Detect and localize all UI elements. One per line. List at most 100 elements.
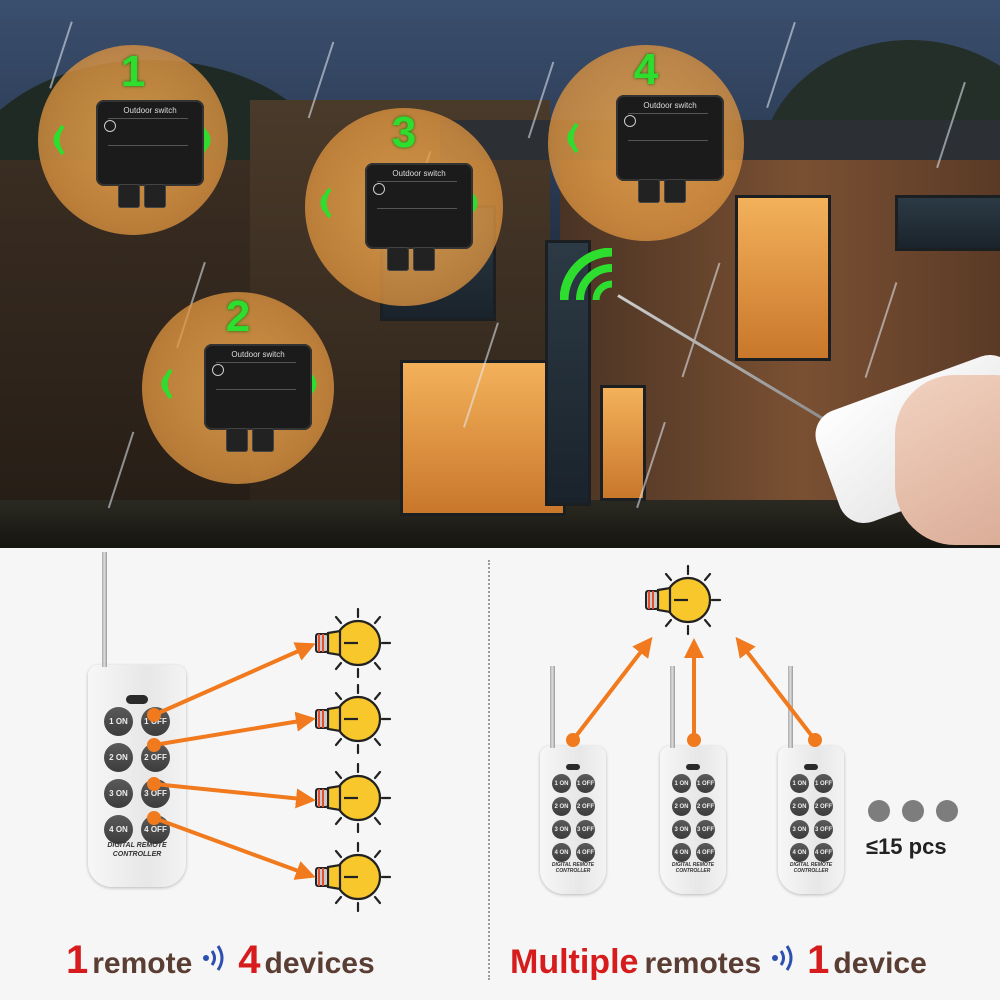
light-bulb-icon (314, 683, 392, 755)
remote-led (566, 764, 580, 770)
remote-key[interactable]: 2 OFF (696, 797, 715, 816)
switch-spec-panel (108, 118, 188, 146)
cable-gland (226, 428, 248, 452)
remote-key[interactable]: 3 OFF (576, 820, 595, 839)
remote-key[interactable]: 1 OFF (696, 774, 715, 793)
switch-label: Outdoor switch (643, 101, 697, 110)
remote-key[interactable]: 2 ON (790, 797, 809, 816)
switch-label: Outdoor switch (392, 169, 446, 178)
remote-led (126, 695, 148, 704)
remote-key[interactable]: 1 OFF (814, 774, 833, 793)
remote-antenna (670, 666, 675, 748)
cable-gland (387, 247, 409, 271)
remote-antenna (550, 666, 555, 748)
cable-gland (118, 184, 140, 208)
light-bulb-icon (314, 762, 392, 834)
switch-button (373, 183, 385, 195)
remote-caption: DIGITAL REMOTE CONTROLLER (551, 862, 595, 874)
remote-key[interactable]: 3 ON (104, 779, 133, 808)
remote-key[interactable]: 4 ON (552, 843, 571, 862)
window (400, 360, 566, 516)
remote-right-3: 1 ON 1 OFF 2 ON 2 OFF 3 ON 3 OFF 4 ON 4 … (778, 666, 844, 894)
remotes-word: remotes (644, 947, 762, 980)
zone-number: 3 (391, 108, 417, 157)
arrow-from-remote-1 (571, 636, 653, 742)
arrow-to-device-2 (153, 711, 316, 747)
section-divider (488, 560, 490, 980)
arrow-to-device-3 (153, 782, 316, 809)
switch-label: Outdoor switch (231, 350, 285, 359)
switch-button (212, 364, 224, 376)
remote-count: 1 (66, 938, 89, 982)
remote-key[interactable]: 4 ON (790, 843, 809, 862)
remote-key[interactable]: 1 ON (104, 707, 133, 736)
remote-key[interactable]: 2 OFF (814, 797, 833, 816)
remote-keypad: 1 ON 1 OFF 2 ON 2 OFF 3 ON 3 OFF 4 ON 4 … (790, 774, 834, 862)
remote-key[interactable]: 3 OFF (696, 820, 715, 839)
remote-caption: DIGITAL REMOTE CONTROLLER (789, 862, 833, 874)
cable-gland (413, 247, 435, 271)
right-legend: Multiple remotes 1 device (510, 938, 927, 988)
window (735, 195, 831, 361)
device-zone-2: 2 Outdoor switch (142, 292, 334, 484)
more-indicator-dot (936, 800, 958, 822)
remote-led (804, 764, 818, 770)
signal-wave-icon (161, 368, 173, 400)
window (600, 385, 646, 501)
arrow-to-device-1 (153, 642, 316, 717)
more-indicator-dot (868, 800, 890, 822)
arrow-from-remote-3 (735, 636, 817, 742)
light-bulb-icon (314, 607, 392, 679)
remote-key[interactable]: 1 ON (552, 774, 571, 793)
signal-wave-icon (567, 122, 579, 154)
remote-right-2: 1 ON 1 OFF 2 ON 2 OFF 3 ON 3 OFF 4 ON 4 … (660, 666, 726, 894)
remote-key[interactable]: 3 ON (552, 820, 571, 839)
remote-key[interactable]: 3 ON (672, 820, 691, 839)
remote-key[interactable]: 1 OFF (576, 774, 595, 793)
window (895, 195, 1000, 251)
device-zone-1: 1 Outdoor switch (38, 45, 228, 235)
outdoor-switch: Outdoor switch (616, 95, 724, 203)
remote-keypad: 1 ON 1 OFF 2 ON 2 OFF 3 ON 3 OFF 4 ON 4 … (552, 774, 596, 862)
remote-antenna (102, 552, 107, 667)
switch-spec-panel (628, 113, 708, 141)
zone-number: 1 (120, 47, 146, 96)
light-bulb-icon (314, 841, 392, 913)
night-house-scene: 1 Outdoor switch 2 Outdoor switch 3 Outd… (0, 0, 1000, 548)
remote-caption: DIGITAL REMOTE CONTROLLER (107, 842, 167, 858)
device-zone-4: 4 Outdoor switch (548, 45, 744, 241)
device-zone-3: 3 Outdoor switch (305, 108, 503, 306)
remote-key[interactable]: 2 ON (552, 797, 571, 816)
outdoor-switch: Outdoor switch (96, 100, 204, 208)
remote-key[interactable]: 4 ON (672, 843, 691, 862)
signal-wave-icon (320, 187, 332, 219)
switch-button (624, 115, 636, 127)
remote-key[interactable]: 4 OFF (696, 843, 715, 862)
remote-led (686, 764, 700, 770)
remote-key[interactable]: 2 OFF (576, 797, 595, 816)
switch-spec-panel (377, 181, 457, 209)
remote-key[interactable]: 4 OFF (814, 843, 833, 862)
multiple-word: Multiple (510, 943, 639, 981)
remote-key[interactable]: 3 OFF (814, 820, 833, 839)
switch-button (104, 120, 116, 132)
remote-key[interactable]: 1 ON (790, 774, 809, 793)
outdoor-switch: Outdoor switch (204, 344, 312, 452)
arrow-to-device-4 (153, 816, 316, 880)
remote-keypad: 1 ON 1 OFF 2 ON 2 OFF 3 ON 3 OFF 4 ON 4 … (672, 774, 716, 862)
cable-gland (252, 428, 274, 452)
signal-icon (203, 945, 224, 971)
remote-right-1: 1 ON 1 OFF 2 ON 2 OFF 3 ON 3 OFF 4 ON 4 … (540, 666, 606, 894)
remote-key[interactable]: 2 ON (104, 743, 133, 772)
light-bulb-icon (644, 564, 722, 636)
remote-key[interactable]: 1 ON (672, 774, 691, 793)
left-legend: 1 remote 4 devices (66, 938, 375, 988)
remote-key[interactable]: 3 ON (790, 820, 809, 839)
remote-caption: DIGITAL REMOTE CONTROLLER (671, 862, 715, 874)
cable-gland (638, 179, 660, 203)
remote-key[interactable]: 4 OFF (576, 843, 595, 862)
remote-key[interactable]: 4 ON (104, 815, 133, 844)
remote-key[interactable]: 2 ON (672, 797, 691, 816)
remote-word: remote (92, 947, 193, 980)
